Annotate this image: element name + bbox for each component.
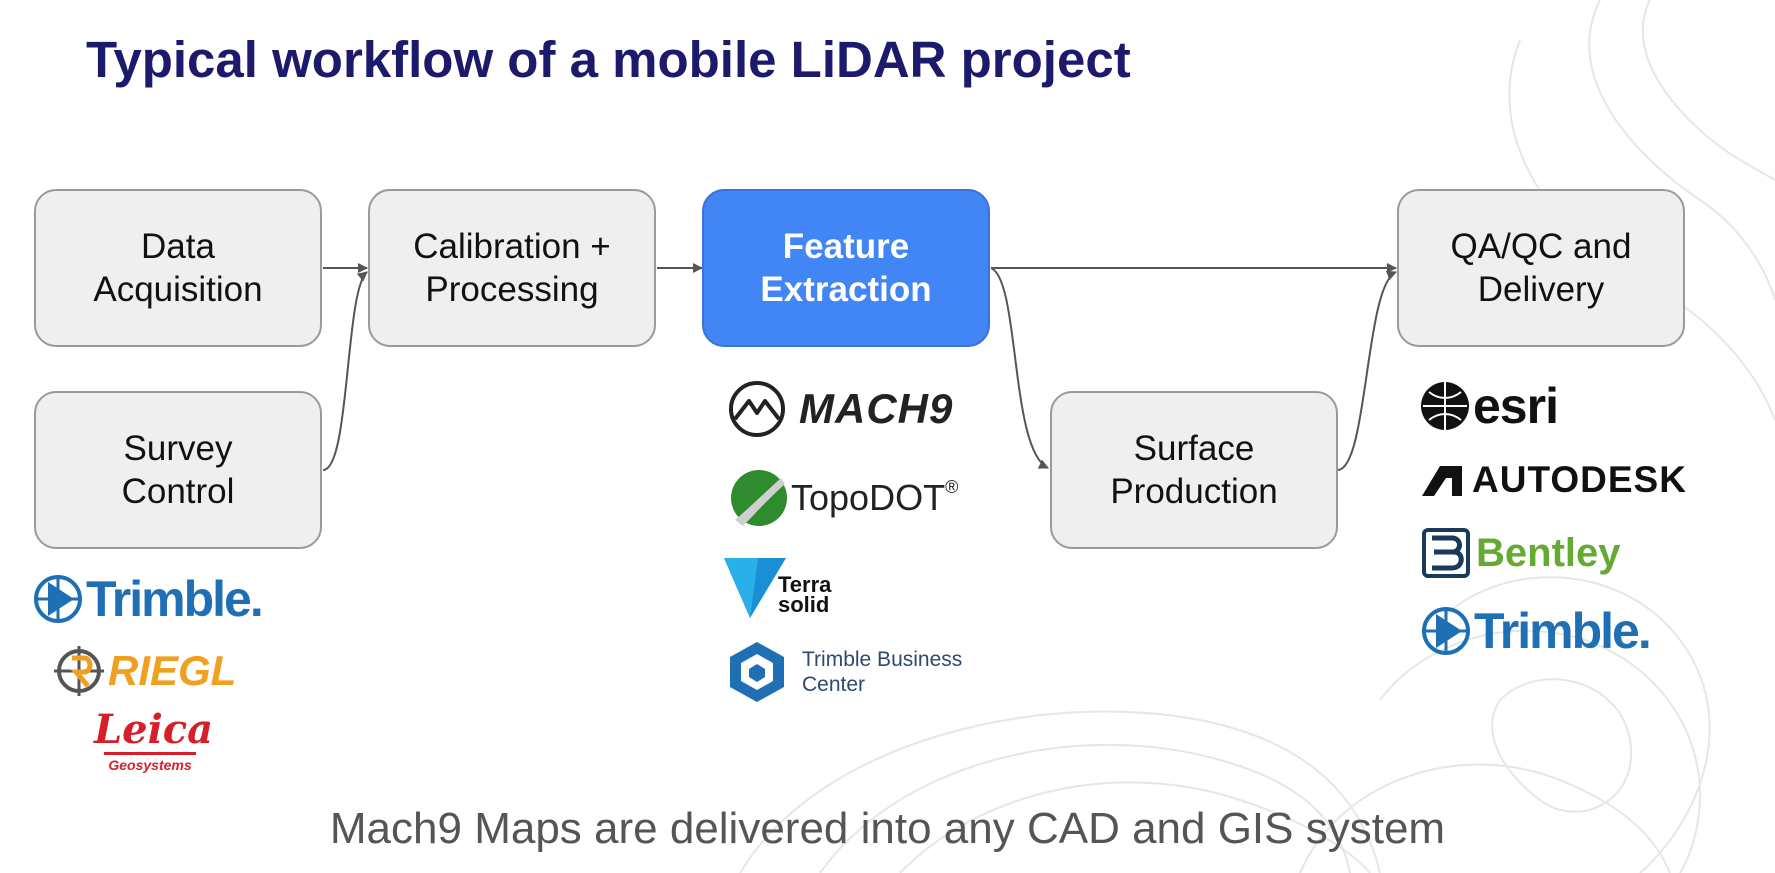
- tbc-cube-icon: [730, 642, 784, 702]
- terrasolid-triangle-icon: [724, 558, 786, 618]
- tbc-wordmark-line1: Trimble Business: [802, 648, 963, 671]
- riegl-wordmark: RIEGL: [108, 647, 237, 694]
- trimble-business-center-logo: Trimble Business Center: [728, 640, 962, 704]
- leica-wordmark: Leica: [94, 706, 214, 753]
- step-data-acquisition: Data Acquisition: [34, 189, 322, 347]
- arrow-extraction-to-surface: [990, 267, 1049, 469]
- mach9-mountain-icon: [729, 381, 785, 437]
- autodesk-a-icon: [1422, 466, 1462, 496]
- trimble-globe-icon: [34, 575, 82, 623]
- trimble-wordmark: Trimble.: [86, 571, 264, 627]
- leica-subtitle: Geosystems: [108, 757, 192, 773]
- arrow-survey-to-calibration: [322, 271, 368, 471]
- step-calibration-label: Calibration + Processing: [413, 227, 611, 309]
- step-data-acquisition-label: Data Acquisition: [93, 227, 263, 309]
- trimble-wordmark: Trimble.: [1474, 603, 1652, 659]
- page-title: Typical workflow of a mobile LiDAR proje…: [86, 31, 1131, 88]
- tbc-wordmark-line2: Center: [802, 673, 866, 696]
- bentley-wordmark: Bentley: [1476, 530, 1621, 575]
- trimble-logo: Trimble.: [34, 570, 264, 628]
- arrow-surface-to-qa: [1337, 270, 1397, 471]
- step-feature-extraction-label: Feature Extraction: [760, 227, 932, 309]
- step-qa-qc-delivery: QA/QC and Delivery: [1397, 189, 1685, 347]
- trimble-globe-icon: [1422, 607, 1470, 655]
- step-feature-extraction: Feature Extraction: [702, 189, 990, 347]
- esri-wordmark: esri: [1473, 378, 1559, 434]
- terrasolid-logo: Terra solid: [724, 553, 831, 619]
- terrasolid-wordmark-solid: solid: [778, 592, 830, 617]
- leica-logo: Leica Geosystems: [94, 706, 214, 775]
- esri-logo: esri: [1419, 378, 1559, 434]
- topodot-registered-mark: ®: [945, 477, 959, 497]
- step-survey-control-label: Survey Control: [121, 429, 235, 511]
- terrasolid-wordmark-terra: Terra: [778, 572, 832, 597]
- topodot-logo: TopoDOT ®: [729, 467, 958, 529]
- topodot-road-icon: [731, 470, 787, 526]
- riegl-crosshair-icon: [54, 646, 104, 696]
- riegl-logo: RIEGL: [54, 645, 236, 697]
- bentley-b-icon: [1422, 528, 1470, 578]
- step-survey-control: Survey Control: [34, 391, 322, 549]
- footer-caption: Mach9 Maps are delivered into any CAD an…: [329, 804, 1446, 853]
- step-qa-qc-label: QA/QC and Delivery: [1450, 227, 1632, 309]
- step-calibration-processing: Calibration + Processing: [368, 189, 656, 347]
- autodesk-wordmark: AUTODESK: [1472, 459, 1687, 500]
- trimble-delivery-logo: Trimble.: [1422, 602, 1652, 660]
- topodot-wordmark: TopoDOT: [791, 477, 946, 518]
- mach9-wordmark: MACH9: [799, 385, 954, 432]
- step-surface-production-label: Surface Production: [1110, 429, 1278, 511]
- esri-globe-icon: [1421, 382, 1469, 430]
- autodesk-logo: AUTODESK: [1422, 458, 1687, 502]
- mach9-logo: MACH9: [727, 378, 953, 440]
- bentley-logo: Bentley: [1422, 527, 1621, 579]
- step-surface-production: Surface Production: [1050, 391, 1338, 549]
